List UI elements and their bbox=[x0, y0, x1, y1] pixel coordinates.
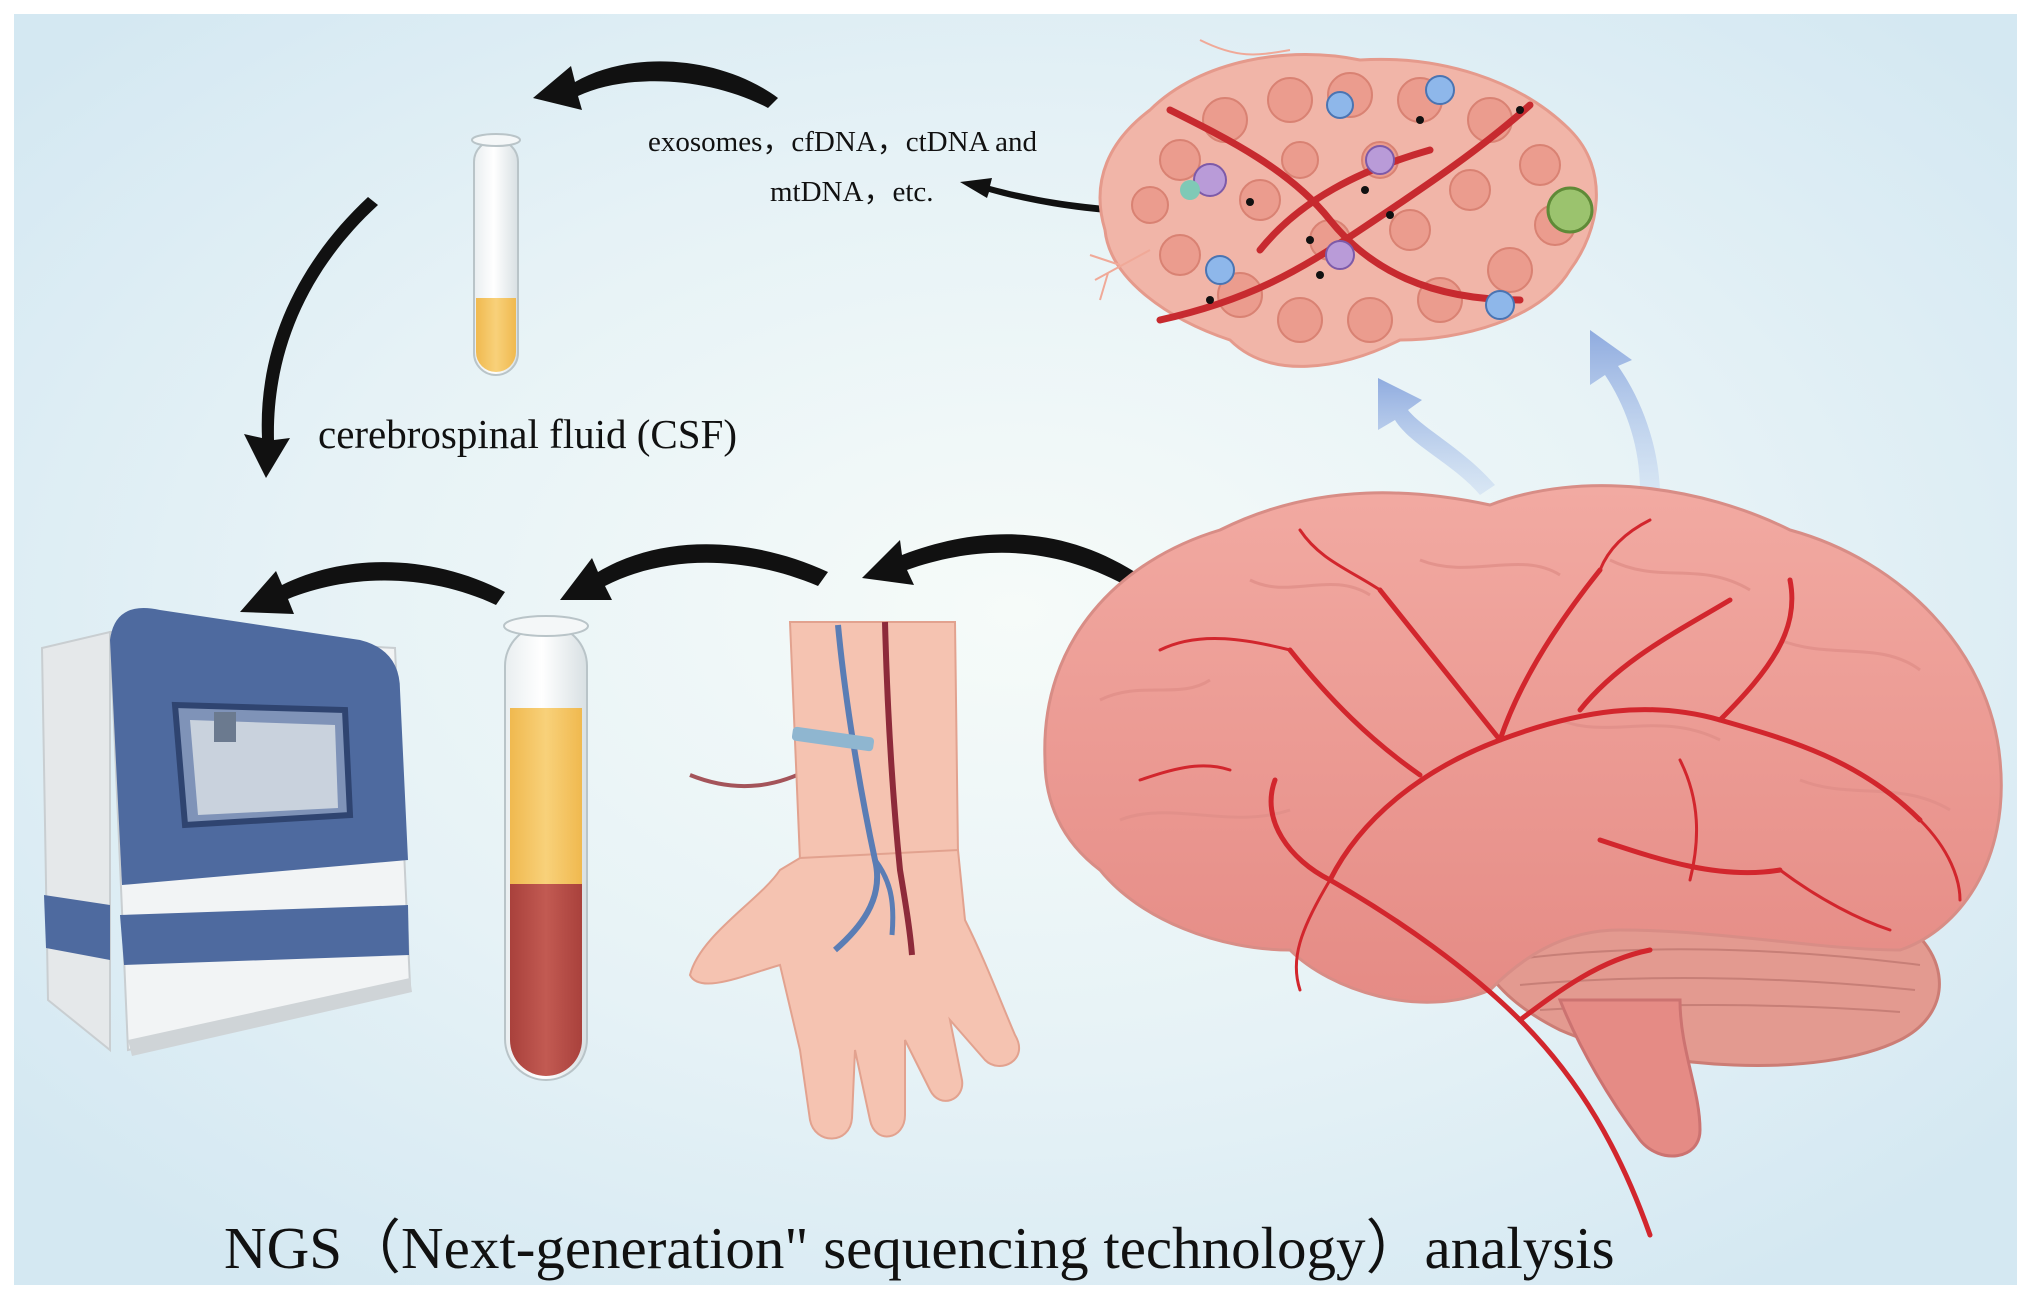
arrow-csf-down bbox=[244, 197, 378, 478]
arrow-to-csf-tube bbox=[533, 61, 778, 110]
molecules-label-line1: exosomes，cfDNA，ctDNA and bbox=[648, 126, 1038, 158]
blood-test-tube-icon bbox=[503, 615, 589, 1081]
csf-label: cerebrospinal fluid (CSF) bbox=[318, 411, 738, 457]
molecules-label-line2: mtDNA，etc. bbox=[770, 176, 934, 208]
page-title: NGS（Next-generation" sequencing technolo… bbox=[224, 1215, 1615, 1281]
csf-test-tube-icon bbox=[471, 133, 521, 376]
ngs-sequencer-icon bbox=[40, 608, 412, 1056]
arrows-blue bbox=[1378, 330, 1660, 495]
tumor-microenvironment-icon bbox=[1089, 39, 1598, 368]
hand-blood-draw-icon bbox=[688, 621, 1021, 1140]
arrow-tube-to-sequencer bbox=[240, 562, 505, 614]
brain-icon bbox=[1043, 484, 2003, 1238]
arrow-brain-to-hand bbox=[862, 534, 1135, 585]
arrow-brain-to-tumor-left bbox=[1378, 378, 1495, 495]
arrow-hand-to-blood-tube bbox=[560, 544, 828, 600]
arrow-brain-to-tumor-right bbox=[1590, 330, 1660, 490]
